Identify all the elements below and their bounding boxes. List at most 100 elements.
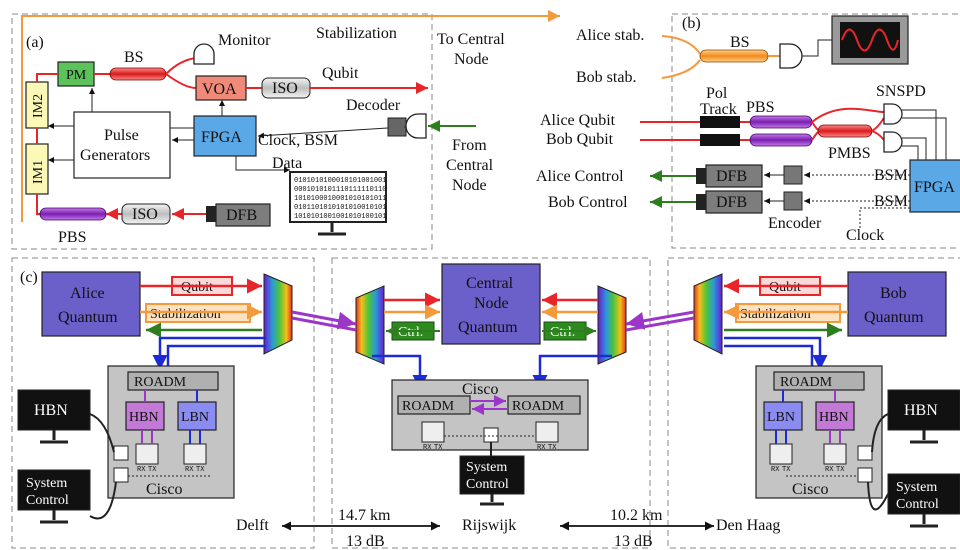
bs-b-coupler	[699, 49, 769, 63]
central-line2: Node	[474, 295, 509, 312]
tx-label: TX	[782, 466, 791, 474]
encoder-box-2	[783, 191, 803, 211]
stab-l-label: Stabilization	[150, 307, 221, 322]
panel-a: (a) Stabilization To Central Node IM2 IM…	[11, 10, 560, 250]
tx-label: TX	[434, 444, 443, 452]
detector-icon	[405, 113, 427, 139]
qubit-l-label: Qubit	[181, 280, 213, 295]
pulse-generators	[73, 111, 171, 179]
dfb-b1-label: DFB	[716, 168, 747, 185]
tx-label: TX	[548, 444, 557, 452]
wavelength-mux-icon	[597, 285, 627, 365]
bob-hbn-monitor	[887, 389, 960, 431]
panel-c-label: (c)	[20, 269, 38, 286]
voa-label: VOA	[202, 81, 237, 98]
alice-classical-2	[166, 344, 266, 370]
alice-control-label: Alice Control	[536, 168, 624, 185]
ethernet-port-icon	[857, 445, 873, 461]
qubit-label: Qubit	[322, 65, 359, 82]
wavelength-mux-icon	[355, 285, 385, 365]
data-row: 0001010101110111110110	[294, 186, 386, 194]
data-row: 1010100010001010101011	[294, 195, 386, 203]
encoder-label: Encoder	[768, 215, 822, 232]
panel-a-label: (a)	[26, 34, 44, 51]
rx-label: RX	[137, 466, 146, 474]
bob-stab-in	[661, 59, 701, 79]
alice-system-control	[17, 469, 91, 511]
bob-line1: Bob	[880, 285, 907, 302]
dfb2-mount	[696, 194, 706, 210]
alice-quantum-box	[41, 271, 141, 337]
pbs-b-1	[749, 115, 813, 129]
wavelength-mux-icon	[263, 273, 293, 355]
alice-hbn-monitor-label: HBN	[34, 402, 68, 419]
data-row: 0101101010101010010101	[294, 204, 386, 212]
bob-hbn-monitor-label: HBN	[904, 402, 938, 419]
panel-b: (b) Alice stab. Bob stab. BS Pol Track P…	[536, 13, 960, 249]
snspd-label: SNSPD	[876, 83, 926, 100]
iso-bottom	[121, 203, 171, 225]
decoder-label: Decoder	[346, 97, 401, 114]
central-sysctl-line1: System	[466, 460, 507, 475]
fiber-alice-central	[291, 310, 357, 330]
im1-label: IM1	[31, 160, 46, 184]
roadm-bob	[773, 371, 865, 391]
dfb-b2	[705, 190, 763, 214]
bob-qubit-label: Bob Qubit	[546, 131, 614, 148]
encoder-box-1	[783, 165, 803, 185]
alice-stab-in	[661, 35, 701, 55]
monitor-label: Monitor	[218, 32, 271, 49]
den-haag-label: Den Haag	[716, 517, 780, 534]
rx-label: RX	[423, 444, 432, 452]
monitor-screen-icon	[289, 171, 387, 223]
dfb-b2-label: DFB	[716, 194, 747, 211]
bob-sysctl-line1: System	[896, 480, 937, 495]
pulse-gen-line1: Pulse	[104, 127, 139, 144]
panel-a-frame	[11, 13, 433, 250]
dfb1-mount	[696, 168, 706, 184]
pol-track-2	[700, 134, 740, 146]
panel-b-frame	[671, 13, 960, 249]
stabilization-label: Stabilization	[316, 25, 397, 42]
alice-qubit-label: Alice Qubit	[540, 112, 616, 129]
rx-tx-port-icon	[183, 443, 207, 465]
detector-icon	[193, 43, 215, 65]
cisco-alice-label: Cisco	[146, 481, 182, 498]
lbn-alice-label: LBN	[181, 410, 209, 425]
alice-hbn-monitor	[17, 389, 91, 431]
bob-control-label: Bob Control	[548, 194, 628, 211]
bob-hbn-cable	[871, 413, 889, 453]
bob-hbn-stand	[910, 430, 938, 444]
to-central-line1: To Central	[437, 31, 505, 48]
bsm2-label: BSM	[874, 193, 908, 210]
rx-label: RX	[771, 466, 780, 474]
dfb-a	[215, 203, 271, 227]
pbs-b-2	[749, 133, 813, 147]
bsm1-label: BSM	[874, 167, 908, 184]
alice-classical-1	[152, 336, 266, 370]
hbn-alice-label: HBN	[129, 410, 159, 425]
dfb-b1	[705, 164, 763, 188]
central-sysctl-line2: Control	[466, 477, 509, 492]
rijswijk-label: Rijswijk	[462, 517, 516, 534]
cisco-bob-label: Cisco	[792, 481, 828, 498]
roadm-central-r-label: ROADM	[512, 399, 565, 414]
bob-quantum-box	[847, 271, 947, 337]
bob-classical-1	[724, 336, 828, 370]
decoder-fpga	[257, 127, 389, 139]
panel-b-label: (b)	[682, 15, 701, 32]
roadm-bob-label: ROADM	[780, 375, 833, 390]
pmbs-label: PMBS	[828, 145, 871, 162]
snspd-fpga-wires	[902, 109, 947, 160]
bs-b-label: BS	[730, 34, 750, 51]
fiber-alice-central-2	[291, 316, 357, 332]
alice-line1: Alice	[70, 285, 105, 302]
roadm-alice	[127, 371, 219, 391]
roadm-alice-label: ROADM	[134, 375, 187, 390]
central-line1: Central	[466, 275, 514, 292]
rx-tx-port-icon	[135, 443, 159, 465]
roadm-central-l	[397, 395, 471, 415]
bob-line2: Quantum	[864, 309, 924, 326]
tx-label: TX	[196, 466, 205, 474]
ctrl-l-label: Ctrl.	[398, 325, 423, 340]
